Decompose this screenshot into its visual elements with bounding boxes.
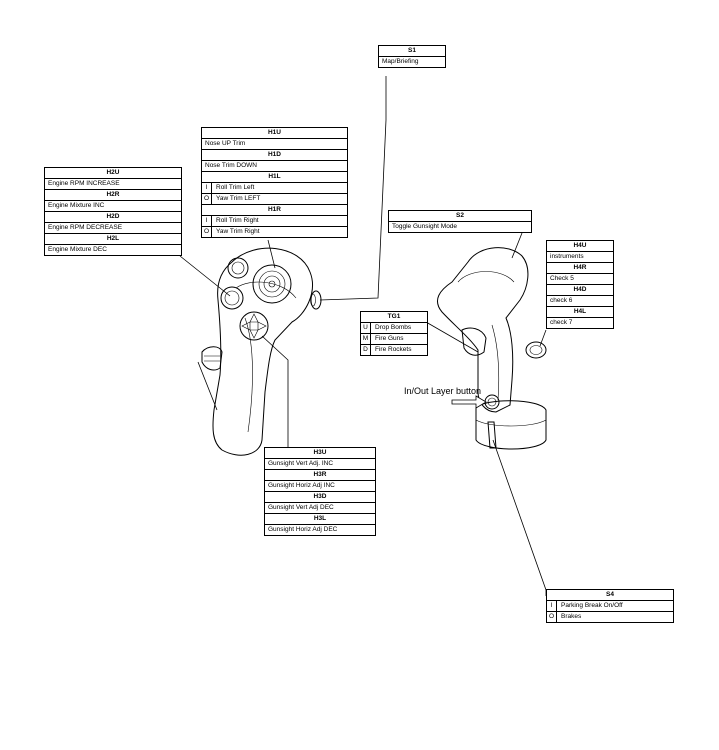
leader-tg1	[425, 321, 479, 353]
h1r-title: H1R	[202, 205, 347, 216]
s4-box: S4 I Parking Break On/Off O Brakes	[546, 589, 674, 623]
leader-s2	[511, 232, 523, 259]
h1r-key-1: I	[202, 216, 212, 226]
h1l-text-1: Roll Trim Left	[216, 184, 255, 191]
left-trigger	[201, 346, 223, 371]
h1l-row-2: O Yaw Trim LEFT	[202, 194, 347, 205]
h4-hat	[525, 341, 547, 359]
h1l-key-2: O	[202, 194, 212, 204]
h3d-title: H3D	[265, 492, 375, 503]
s4-key-1: I	[547, 601, 557, 611]
h4r-title: H4R	[547, 263, 613, 274]
s1-box: S1 Map/Briefing	[378, 45, 446, 68]
h4u-row: instruments	[547, 252, 613, 263]
h3u-row: Gunsight Vert Adj. INC	[265, 459, 375, 470]
h2l-row: Engine Mixture DEC	[48, 246, 107, 253]
h2d-title: H2D	[45, 212, 181, 223]
h1r-row-1: I Roll Trim Right	[202, 216, 347, 227]
top-button	[227, 257, 249, 279]
tg1-key-2: M	[361, 334, 371, 344]
tg1-trigger	[461, 327, 487, 356]
tg1-row-2: M Fire Guns	[361, 334, 427, 345]
right-stick-base	[475, 400, 547, 450]
leader-left-lower	[197, 361, 218, 411]
s4-key-2: O	[547, 612, 557, 622]
h1r-text-2: Yaw Trim Right	[216, 228, 260, 235]
tg1-title: TG1	[361, 312, 427, 323]
h3-hat	[239, 311, 269, 341]
h3l-title: H3L	[265, 514, 375, 525]
s4-title: S4	[547, 590, 673, 601]
h2r-row: Engine Mixture INC	[45, 201, 181, 212]
h4d-title: H4D	[547, 285, 613, 296]
s1-button	[310, 290, 322, 310]
h4l-row: check 7	[550, 319, 573, 326]
tg1-key-1: U	[361, 323, 371, 333]
h4d-row: check 6	[547, 296, 613, 307]
h3r-row: Gunsight Horiz Adj INC	[265, 481, 375, 492]
leader-h4	[539, 329, 547, 347]
h1r-row-2: O Yaw Trim Right	[202, 227, 347, 237]
s2-row: Toggle Gunsight Mode	[392, 223, 458, 230]
h1u-title: H1U	[202, 128, 347, 139]
h2r-title: H2R	[45, 190, 181, 201]
h1l-text-2: Yaw Trim LEFT	[216, 195, 261, 202]
tg1-text-3: Fire Rockets	[375, 346, 412, 353]
h3u-title: H3U	[265, 448, 375, 459]
h1l-key-1: I	[202, 183, 212, 193]
leader-h2	[179, 255, 231, 297]
h3d-row: Gunsight Vert Adj DEC	[265, 503, 375, 514]
h4r-row: Check 5	[547, 274, 613, 285]
h3l-row: Gunsight Horiz Adj DEC	[268, 526, 338, 533]
inout-arrow-icon	[451, 395, 487, 409]
tg1-text-1: Drop Bombs	[375, 324, 412, 331]
h2l-title: H2L	[45, 234, 181, 245]
h4l-title: H4L	[547, 307, 613, 318]
tg1-row-3: D Fire Rockets	[361, 345, 427, 355]
leader-s1	[319, 76, 387, 301]
s4-text-2: Brakes	[561, 613, 582, 620]
h2u-title: H2U	[45, 168, 181, 179]
h2-box: H2U Engine RPM INCREASE H2R Engine Mixtu…	[44, 167, 182, 256]
h1r-text-1: Roll Trim Right	[216, 217, 259, 224]
h4-box: H4U instruments H4R Check 5 H4D check 6 …	[546, 240, 614, 329]
h4u-title: H4U	[547, 241, 613, 252]
h1d-title: H1D	[202, 150, 347, 161]
h1u-row: Nose UP Trim	[202, 139, 347, 150]
tg1-box: TG1 U Drop Bombs M Fire Guns D Fire Rockets	[360, 311, 428, 356]
inout-layer-label: In/Out Layer button	[404, 386, 482, 396]
s4-row-2: O Brakes	[547, 612, 673, 622]
h2-hat	[220, 286, 244, 310]
s1-row: Map/Briefing	[382, 58, 419, 65]
h2d-row: Engine RPM DECREASE	[45, 223, 181, 234]
s2-box: S2 Toggle Gunsight Mode	[388, 210, 532, 233]
s4-text-1: Parking Break On/Off	[561, 602, 623, 609]
h1r-key-2: O	[202, 227, 212, 237]
h1l-row-1: I Roll Trim Left	[202, 183, 347, 194]
h2u-row: Engine RPM INCREASE	[45, 179, 181, 190]
right-stick-body	[437, 247, 529, 413]
tg1-row-1: U Drop Bombs	[361, 323, 427, 334]
s2-title: S2	[389, 211, 531, 222]
h1d-row: Nose Trim DOWN	[202, 161, 347, 172]
leader-h3	[261, 335, 289, 447]
h1-hat	[252, 264, 292, 304]
tg1-key-3: D	[361, 345, 371, 355]
h1-box: H1U Nose UP Trim H1D Nose Trim DOWN H1L …	[201, 127, 348, 238]
tg1-text-2: Fire Guns	[375, 335, 404, 342]
h3-box: H3U Gunsight Vert Adj. INC H3R Gunsight …	[264, 447, 376, 536]
h1l-title: H1L	[202, 172, 347, 183]
s4-row-1: I Parking Break On/Off	[547, 601, 673, 612]
left-stick-body	[212, 247, 313, 456]
h3r-title: H3R	[265, 470, 375, 481]
leader-h1	[267, 239, 276, 269]
leader-s4	[492, 439, 547, 596]
s1-title: S1	[379, 46, 445, 57]
